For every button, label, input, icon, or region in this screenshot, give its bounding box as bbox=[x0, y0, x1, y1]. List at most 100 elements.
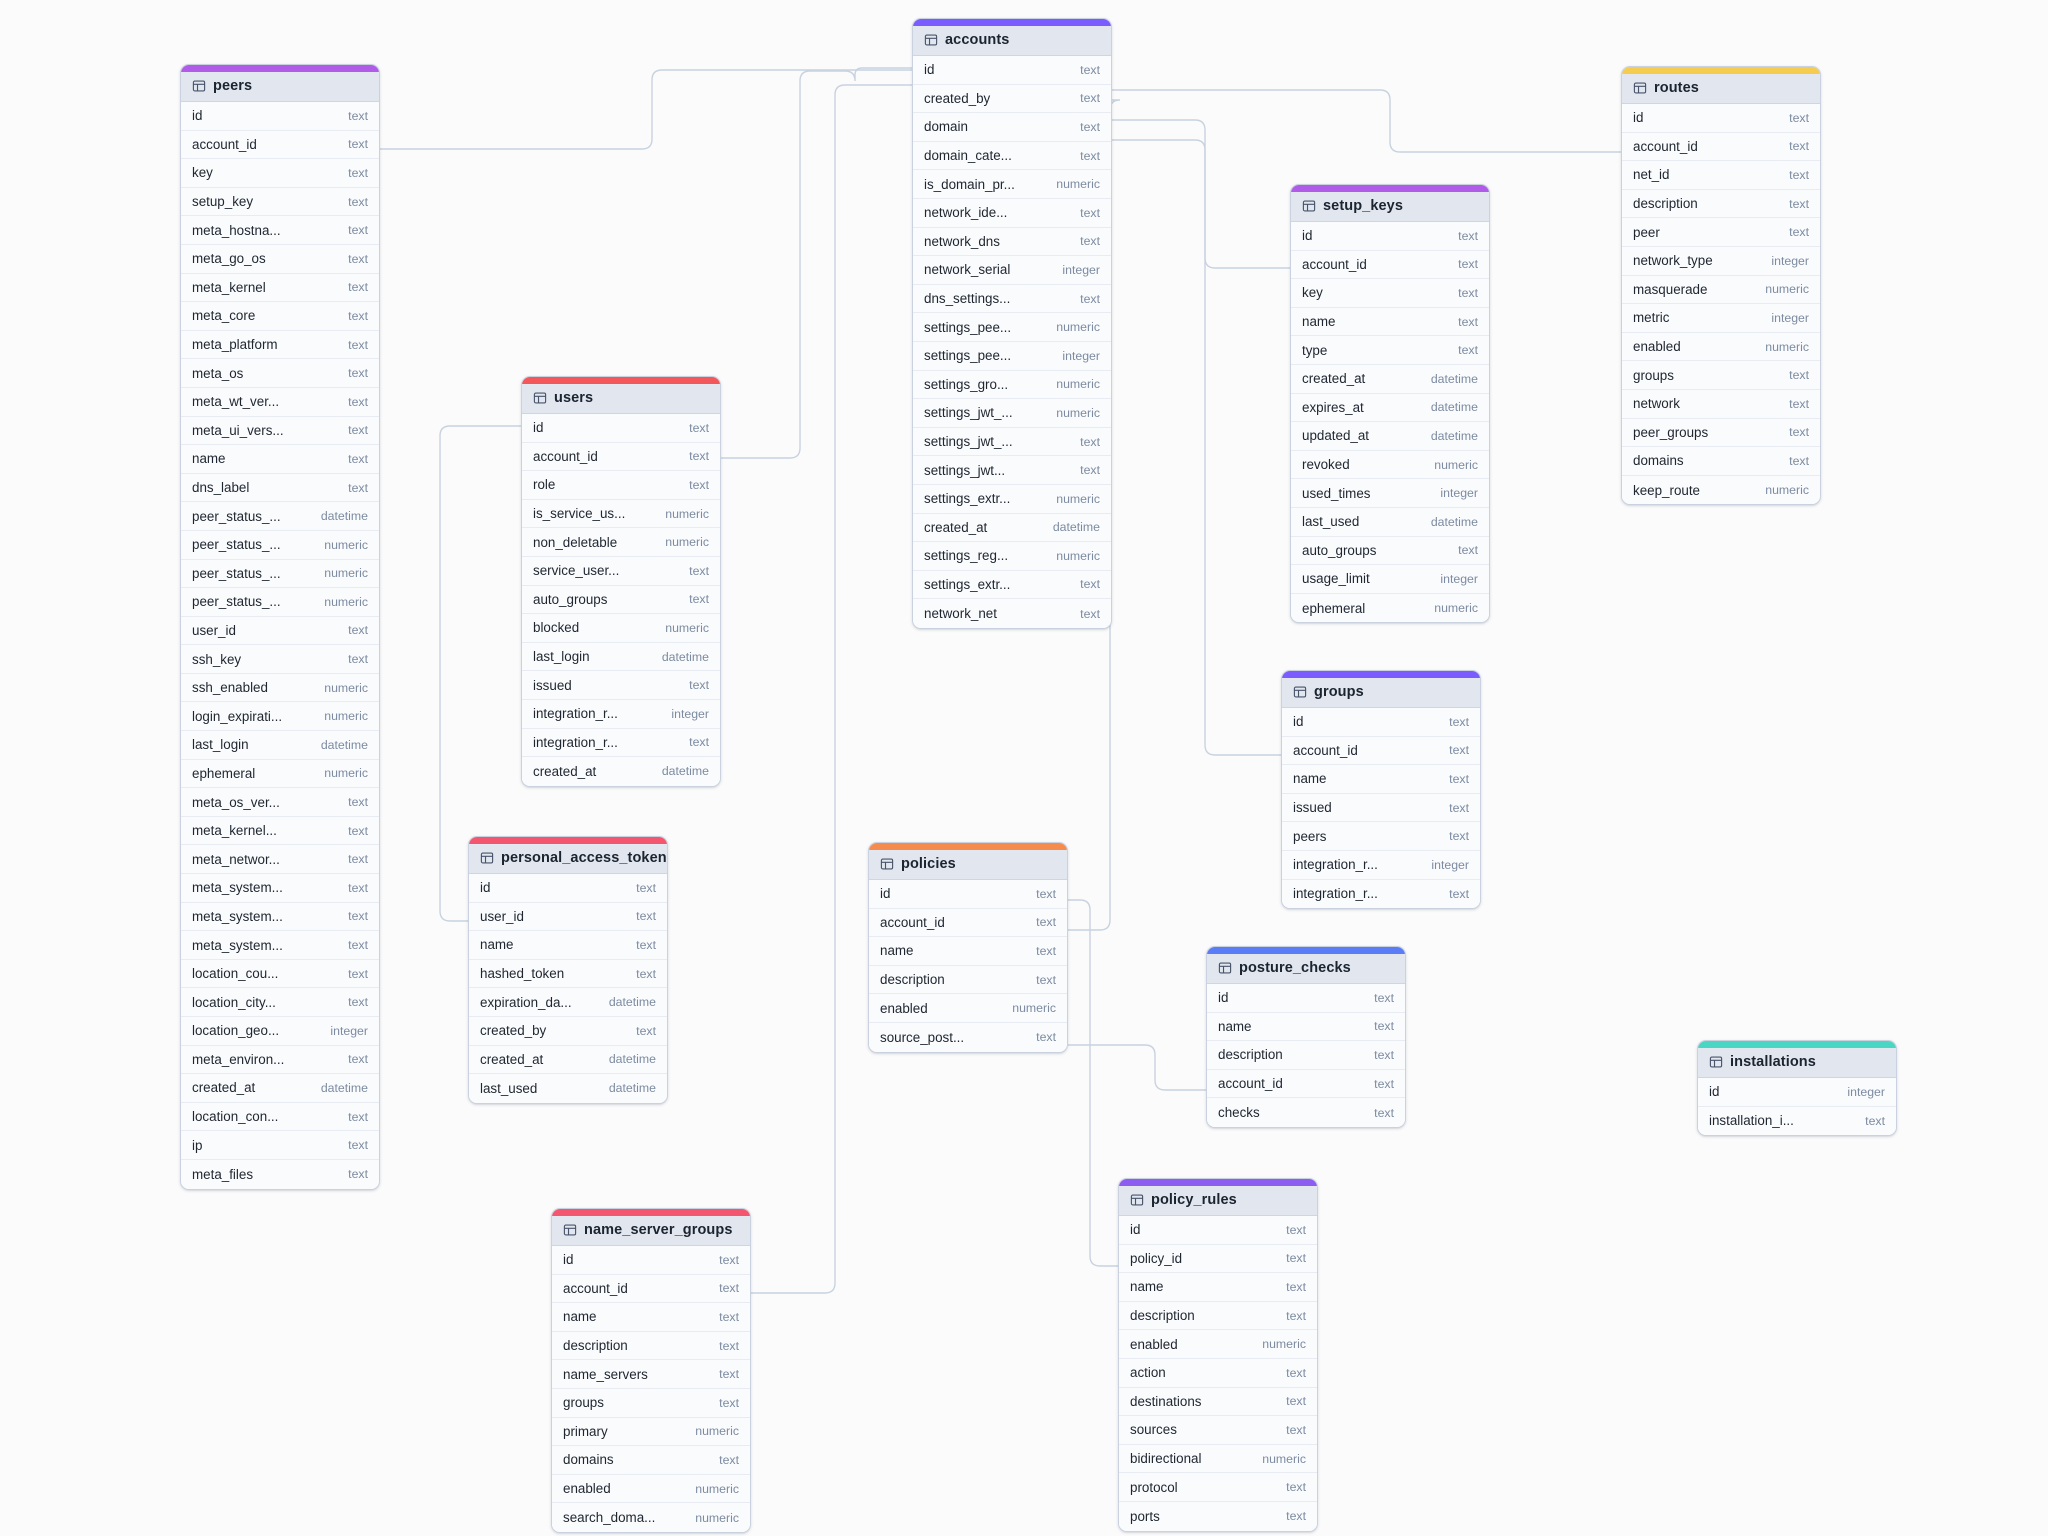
column-row[interactable]: meta_hostna...text bbox=[181, 216, 379, 245]
column-row[interactable]: location_cou...text bbox=[181, 959, 379, 989]
column-row[interactable]: integration_r...text bbox=[1282, 879, 1480, 909]
column-row[interactable]: integration_r...integer bbox=[1282, 850, 1480, 880]
column-row[interactable]: meta_environ...text bbox=[181, 1045, 379, 1075]
column-row[interactable]: search_doma...numeric bbox=[552, 1503, 750, 1532]
table-header[interactable]: policies bbox=[869, 850, 1067, 880]
column-row[interactable]: meta_kernel...text bbox=[181, 816, 379, 846]
column-row[interactable]: meta_system...text bbox=[181, 902, 379, 932]
table-header[interactable]: name_server_groups bbox=[552, 1216, 750, 1246]
column-row[interactable]: network_ide...text bbox=[913, 198, 1111, 228]
column-row[interactable]: peer_status_...datetime bbox=[181, 502, 379, 531]
column-row[interactable]: meta_os_ver...text bbox=[181, 788, 379, 817]
column-row[interactable]: location_con...text bbox=[181, 1102, 379, 1132]
column-row[interactable]: settings_jwt_...text bbox=[913, 427, 1111, 457]
column-row[interactable]: dns_settings...text bbox=[913, 284, 1111, 314]
column-row[interactable]: service_user...text bbox=[522, 556, 720, 586]
column-row[interactable]: meta_system...text bbox=[181, 931, 379, 960]
column-row[interactable]: settings_gro...numeric bbox=[913, 370, 1111, 400]
table-header[interactable]: users bbox=[522, 384, 720, 414]
column-row[interactable]: location_city...text bbox=[181, 988, 379, 1017]
column-row[interactable]: source_post...text bbox=[869, 1022, 1067, 1052]
column-row[interactable]: settings_extr...text bbox=[913, 570, 1111, 600]
column-row[interactable]: installation_i...text bbox=[1698, 1106, 1896, 1136]
table-header[interactable]: policy_rules bbox=[1119, 1186, 1317, 1216]
table-header[interactable]: installations bbox=[1698, 1048, 1896, 1078]
column-row[interactable]: meta_networ...text bbox=[181, 845, 379, 875]
column-row[interactable]: domain_cate...text bbox=[913, 141, 1111, 171]
column-row[interactable]: is_domain_pr...numeric bbox=[913, 170, 1111, 199]
table-header[interactable]: peers bbox=[181, 72, 379, 102]
